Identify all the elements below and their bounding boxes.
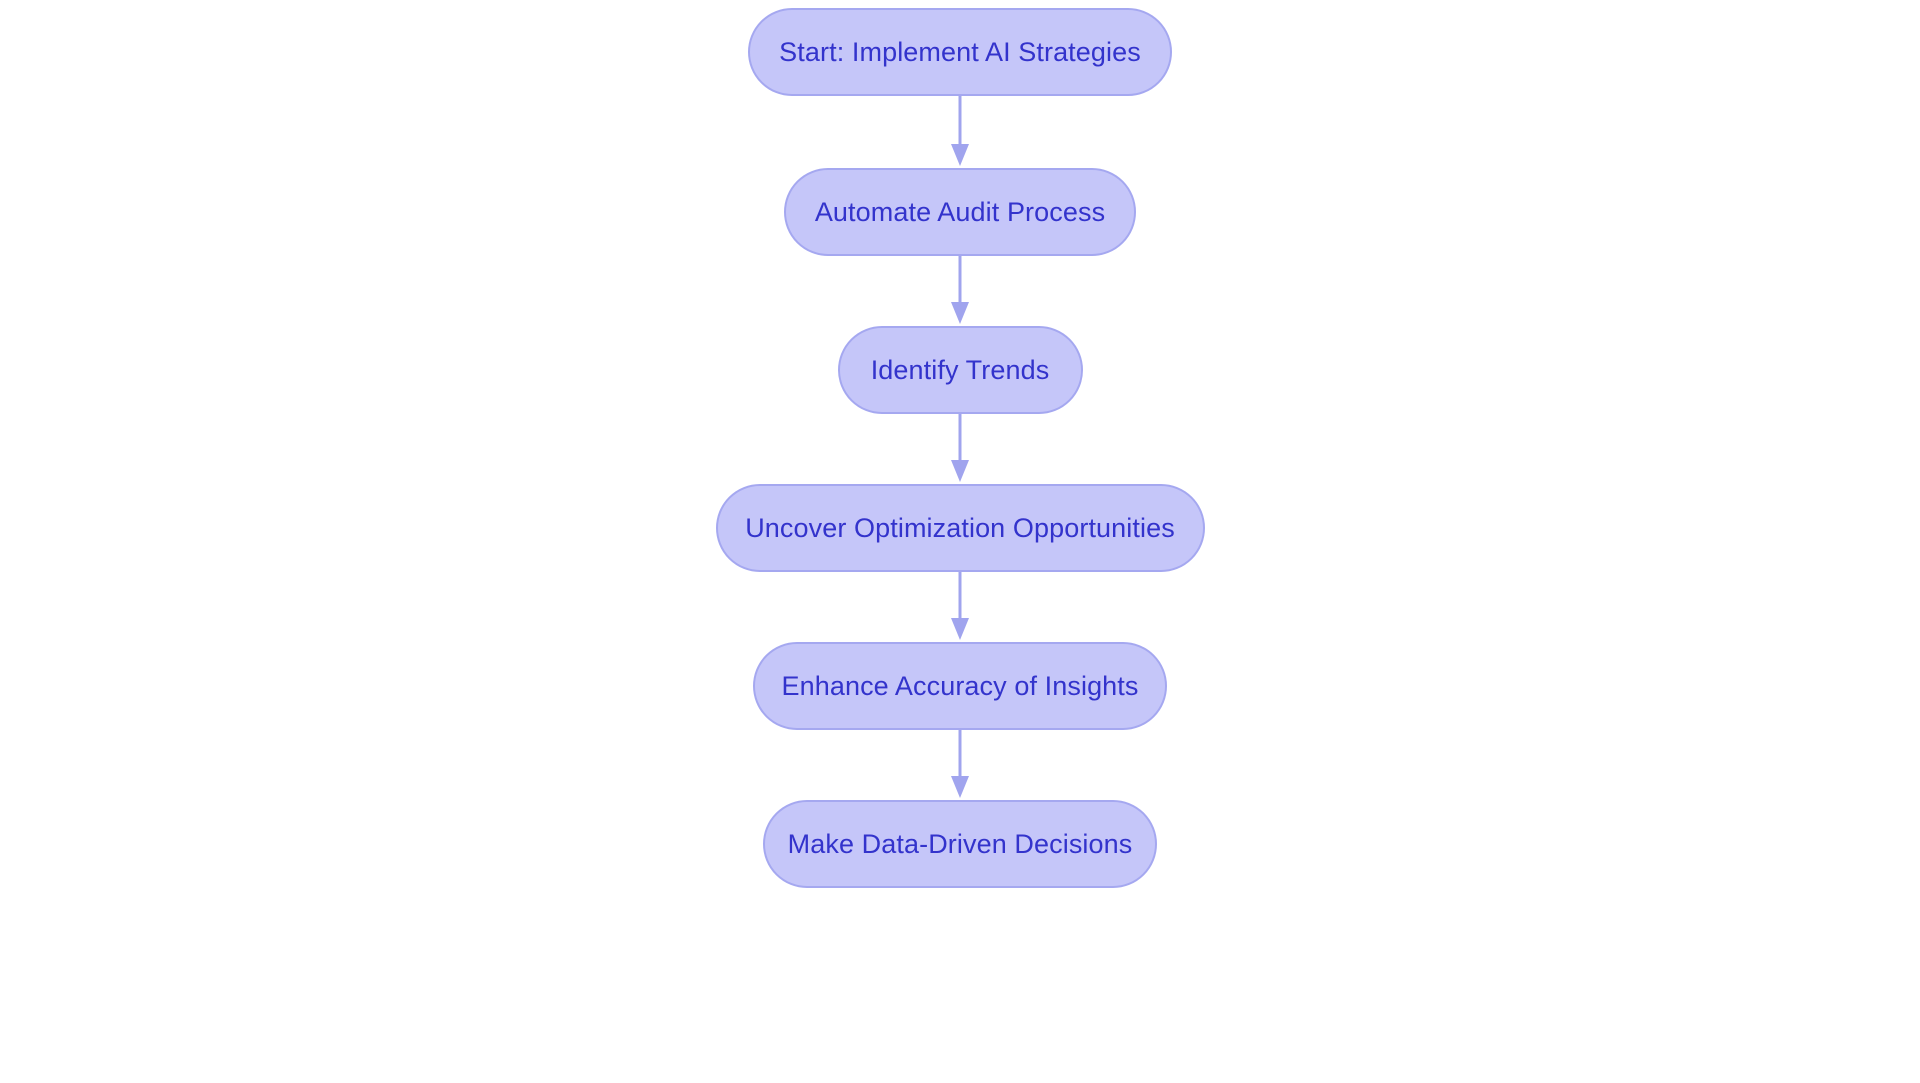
flow-node-trends[interactable]: Identify Trends (837, 326, 1083, 414)
flow-connector-accuracy-to-decisions (950, 730, 970, 800)
down-arrow-icon (951, 256, 969, 324)
flow-node-automate-label: Automate Audit Process (814, 196, 1106, 227)
flow-node-optimization[interactable]: Uncover Optimization Opportunities (715, 484, 1205, 572)
flow-node-start[interactable]: Start: Implement AI Strategies (748, 8, 1172, 96)
flow-node-decisions[interactable]: Make Data-Driven Decisions (763, 800, 1157, 888)
flow-node-decisions-label: Make Data-Driven Decisions (787, 828, 1133, 859)
flow-node-optimization-label: Uncover Optimization Opportunities (745, 512, 1175, 543)
flow-node-automate[interactable]: Automate Audit Process (784, 168, 1136, 256)
down-arrow-icon (951, 730, 969, 798)
flow-node-accuracy[interactable]: Enhance Accuracy of Insights (753, 642, 1167, 730)
flow-connector-trends-to-optimization (950, 414, 970, 484)
flow-connector-optimization-to-accuracy (950, 572, 970, 642)
flow-node-accuracy-label: Enhance Accuracy of Insights (781, 670, 1139, 701)
down-arrow-icon (951, 572, 969, 640)
down-arrow-icon (951, 414, 969, 482)
flow-connector-start-to-automate (950, 96, 970, 168)
top-spacer (960, 0, 961, 8)
down-arrow-icon (951, 96, 969, 166)
flow-connector-automate-to-trends (950, 256, 970, 326)
flow-node-start-label: Start: Implement AI Strategies (779, 36, 1141, 67)
flow-node-trends-label: Identify Trends (870, 354, 1050, 385)
